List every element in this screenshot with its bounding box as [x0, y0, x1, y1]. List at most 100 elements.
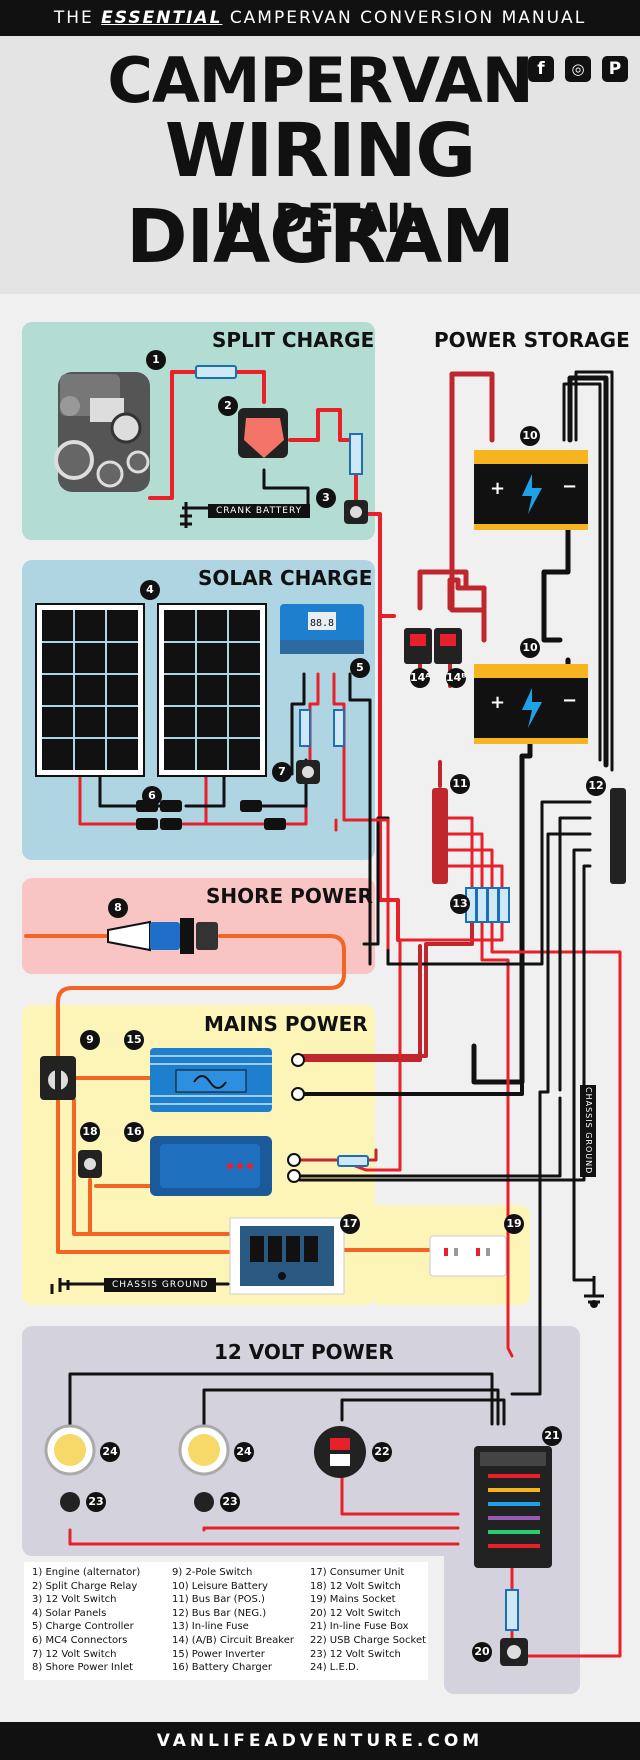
controller-display: 88.8 [310, 618, 334, 629]
fuse-icon [195, 365, 237, 379]
marker-1: 1 [146, 350, 166, 370]
negative-busbar-icon [610, 788, 626, 884]
circuit-breaker-icon [434, 628, 462, 664]
usb-socket-icon [314, 1426, 366, 1478]
legend-item: 7) 12 Volt Switch [32, 1648, 117, 1660]
marker-19: 19 [504, 1214, 524, 1234]
marker-16: 16 [124, 1122, 144, 1142]
title-line-2: WIRING DIAGRAM [126, 108, 515, 280]
banner-suffix: CAMPERVAN CONVERSION MANUAL [229, 8, 587, 28]
shore-power-title: SHORE POWER [206, 884, 373, 908]
marker-9: 9 [80, 1030, 100, 1050]
shore-power-inlet-icon [107, 918, 218, 954]
marker-20: 20 [472, 1642, 492, 1662]
power-inverter-icon [150, 1048, 272, 1112]
ground-icon [180, 502, 214, 528]
led-light-icon [44, 1424, 96, 1476]
inline-fuses-icon [465, 887, 510, 923]
battery-charger-icon [150, 1136, 272, 1196]
legend-item: 12) Bus Bar (NEG.) [172, 1607, 267, 1619]
marker-10a: 10 [520, 426, 540, 446]
marker-17: 17 [340, 1214, 360, 1234]
marker-18: 18 [80, 1122, 100, 1142]
legend-item: 21) In-line Fuse Box [310, 1621, 409, 1633]
marker-4: 4 [140, 580, 160, 600]
pinterest-icon[interactable]: P [602, 56, 628, 82]
marker-14b: 14ᴮ [446, 668, 467, 688]
mains-power-title: MAINS POWER [204, 1012, 368, 1036]
crank-battery-label: CRANK BATTERY [208, 504, 311, 518]
marker-15: 15 [124, 1030, 144, 1050]
inline-fuse-icon [299, 709, 311, 747]
switch-icon [60, 1492, 80, 1512]
legend-item: 3) 12 Volt Switch [32, 1594, 117, 1606]
marker-14a: 14ᴬ [410, 668, 431, 688]
led-light-icon [178, 1424, 230, 1476]
charge-controller-icon: 88.8 [280, 604, 364, 654]
inline-fuse-icon [337, 1155, 369, 1167]
engine-icon [54, 372, 150, 492]
marker-11: 11 [450, 774, 470, 794]
solar-panel-icon [35, 603, 145, 777]
facebook-icon[interactable]: f [528, 56, 554, 82]
legend-item: 10) Leisure Battery [172, 1580, 268, 1592]
marker-24a: 24 [100, 1442, 120, 1462]
chassis-ground-label: CHASSIS GROUND [104, 1278, 217, 1292]
marker-24b: 24 [234, 1442, 254, 1462]
legend-item: 22) USB Charge Socket [310, 1634, 427, 1646]
legend-column-1: 1) Engine (alternator) 2) Split Charge R… [32, 1566, 140, 1675]
inline-fuse-icon [349, 433, 363, 475]
marker-7: 7 [272, 762, 292, 782]
legend-item: 9) 2-Pole Switch [172, 1567, 253, 1578]
top-banner: THE ESSENTIAL CAMPERVAN CONVERSION MANUA… [0, 0, 640, 36]
legend-item: 11) Bus Bar (POS.) [172, 1594, 265, 1606]
legend-column-3: 17) Consumer Unit 18) 12 Volt Switch 19)… [310, 1566, 426, 1675]
relay-icon [238, 408, 288, 458]
legend-item: 15) Power Inverter [172, 1648, 265, 1660]
title-line-3: IN DETAIL [215, 196, 425, 242]
twelve-volt-title: 12 VOLT POWER [214, 1340, 394, 1364]
marker-5: 5 [350, 658, 370, 678]
marker-6: 6 [142, 786, 162, 806]
split-charge-title: SPLIT CHARGE [212, 328, 375, 352]
consumer-unit-icon [229, 1217, 345, 1295]
footer-site-link[interactable]: VANLIFEADVENTURE.COM [0, 1722, 640, 1760]
marker-23b: 23 [220, 1492, 240, 1512]
legend-item: 20) 12 Volt Switch [310, 1607, 401, 1619]
legend-item: 19) Mains Socket [310, 1594, 396, 1606]
svg-text:+: + [490, 478, 505, 499]
legend: 1) Engine (alternator) 2) Split Charge R… [24, 1562, 428, 1680]
inline-fuse-icon [333, 709, 345, 747]
legend-item: 13) In-line Fuse [172, 1621, 249, 1633]
inline-fuse-icon [505, 1589, 519, 1631]
ground-icon [50, 1278, 70, 1294]
svg-text:+: + [490, 692, 505, 713]
banner-prefix: THE [53, 8, 94, 28]
marker-8: 8 [108, 898, 128, 918]
instagram-icon[interactable]: ◎ [565, 56, 591, 82]
solar-panel-icon [157, 603, 267, 777]
marker-2: 2 [218, 396, 238, 416]
legend-item: 14) (A/B) Circuit Breaker [172, 1634, 294, 1646]
circuit-breaker-icon [404, 628, 432, 664]
marker-22: 22 [372, 1442, 392, 1462]
legend-item: 1) Engine (alternator) [32, 1567, 141, 1578]
legend-item: 4) Solar Panels [32, 1607, 107, 1619]
marker-23a: 23 [86, 1492, 106, 1512]
legend-item: 24) L.E.D. [310, 1662, 359, 1674]
power-storage-title: POWER STORAGE [434, 328, 630, 352]
positive-busbar-icon [432, 788, 448, 884]
solar-charge-title: SOLAR CHARGE [198, 566, 373, 590]
mains-socket-icon [429, 1235, 507, 1277]
marker-10b: 10 [520, 638, 540, 658]
legend-item: 16) Battery Charger [172, 1662, 272, 1674]
leisure-battery-icon: + − [474, 450, 588, 530]
mc4-connector-icon [136, 800, 286, 830]
title-line-1: CAMPERVAN [107, 44, 533, 117]
legend-item: 2) Split Charge Relay [32, 1580, 138, 1592]
legend-item: 5) Charge Controller [32, 1621, 134, 1633]
leisure-battery-icon: + − [474, 664, 588, 744]
legend-item: 23) 12 Volt Switch [310, 1648, 401, 1660]
marker-12: 12 [586, 776, 606, 796]
